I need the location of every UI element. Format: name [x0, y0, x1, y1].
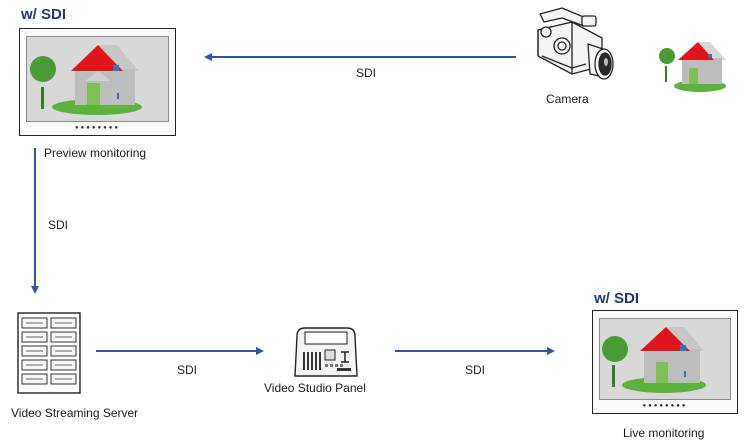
- house-scene-icon: [602, 327, 706, 393]
- label-sdi-panel-live: SDI: [465, 363, 486, 377]
- preview-monitor-screen: [26, 36, 169, 122]
- label-video-studio-panel: Video Studio Panel: [264, 381, 366, 395]
- server-rack-icon: [17, 312, 81, 394]
- house-scene-icon: [659, 42, 726, 92]
- label-sdi-camera-preview: SDI: [356, 66, 377, 80]
- live-monitor-screen: [599, 318, 731, 400]
- label-video-streaming-server: Video Streaming Server: [11, 406, 139, 420]
- live-monitor-icon: ●●●●●●●●: [592, 310, 738, 414]
- heading-top-left: w/ SDI: [21, 6, 67, 23]
- house-scene-icon: [30, 45, 142, 115]
- label-sdi-preview-server: SDI: [48, 218, 69, 232]
- label-sdi-server-panel: SDI: [177, 363, 198, 377]
- label-preview-monitoring: Preview monitoring: [44, 146, 147, 160]
- monitor-buttons: ●●●●●●●●: [642, 403, 688, 409]
- monitor-buttons: ●●●●●●●●: [75, 125, 120, 131]
- heading-bottom-right: w/ SDI: [594, 290, 640, 307]
- label-camera: Camera: [546, 92, 589, 106]
- studio-panel-icon: [294, 327, 358, 377]
- video-camera-icon: [537, 7, 614, 80]
- preview-monitor-icon: ●●●●●●●●: [19, 28, 176, 136]
- label-live-monitoring: Live monitoring: [623, 426, 705, 440]
